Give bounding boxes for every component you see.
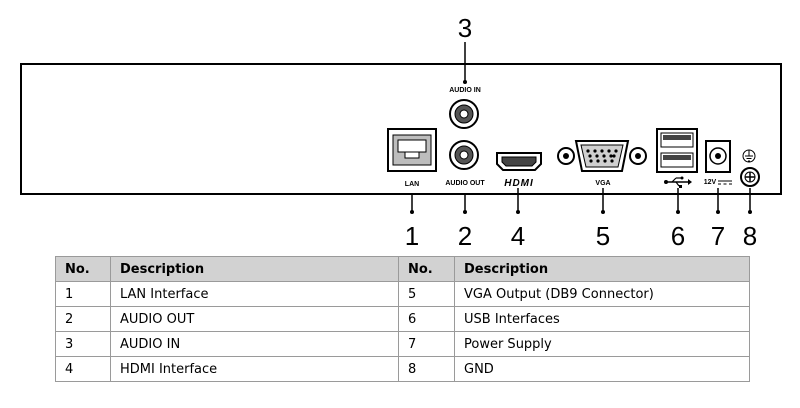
header-no: No. xyxy=(55,256,111,282)
audio-out-jack xyxy=(449,140,479,170)
usb-icon xyxy=(664,176,692,188)
table-cell: 6 xyxy=(398,306,455,332)
table-header-row: No. Description No. Description xyxy=(55,256,750,282)
callout-number-2: 2 xyxy=(458,221,472,250)
power-label: 12V xyxy=(704,179,717,186)
table-row: 1 LAN Interface 5 VGA Output (DB9 Connec… xyxy=(55,281,750,307)
callout-leaders xyxy=(411,42,751,212)
table-cell: AUDIO OUT xyxy=(110,306,399,332)
dc-symbol-icon xyxy=(718,180,732,185)
table-row: 3 AUDIO IN 7 Power Supply xyxy=(55,331,750,357)
vga-port xyxy=(557,140,647,172)
table-cell: 1 xyxy=(55,281,111,307)
callout-number-1: 1 xyxy=(405,221,419,250)
ground-terminal xyxy=(740,167,760,187)
callout-number-8: 8 xyxy=(743,221,757,250)
table-cell: 4 xyxy=(55,356,111,382)
header-description: Description xyxy=(454,256,750,282)
rear-panel-outline xyxy=(20,63,782,195)
ground-icon xyxy=(742,149,756,163)
lan-port xyxy=(387,128,437,172)
vga-label: VGA xyxy=(595,180,610,187)
table-cell: HDMI Interface xyxy=(110,356,399,382)
table-row: 2 AUDIO OUT 6 USB Interfaces xyxy=(55,306,750,332)
audio-out-label: AUDIO OUT xyxy=(445,180,485,187)
rear-panel-diagram: LAN AUDIO IN AUDIO OUT HDMI xyxy=(20,13,782,250)
hdmi-port xyxy=(496,152,542,171)
power-jack xyxy=(705,140,731,173)
callout-number-3: 3 xyxy=(458,13,472,43)
callout-number-6: 6 xyxy=(671,221,685,250)
callout-number-4: 4 xyxy=(511,221,525,250)
table-cell: 3 xyxy=(55,331,111,357)
audio-in-jack xyxy=(449,99,479,129)
header-no: No. xyxy=(398,256,455,282)
table-cell: Power Supply xyxy=(454,331,750,357)
table-cell: 8 xyxy=(398,356,455,382)
hdmi-logo: HDMI xyxy=(504,178,534,189)
table-cell: USB Interfaces xyxy=(454,306,750,332)
header-description: Description xyxy=(110,256,399,282)
usb-ports xyxy=(656,128,698,173)
callout-number-5: 5 xyxy=(596,221,610,250)
table-cell: GND xyxy=(454,356,750,382)
table-cell: 2 xyxy=(55,306,111,332)
table-cell: 5 xyxy=(398,281,455,307)
audio-in-label: AUDIO IN xyxy=(449,87,481,94)
table-cell: 7 xyxy=(398,331,455,357)
table-cell: LAN Interface xyxy=(110,281,399,307)
lan-label: LAN xyxy=(405,181,419,188)
table-cell: AUDIO IN xyxy=(110,331,399,357)
callout-ticks xyxy=(410,80,752,214)
port-description-table: No. Description No. Description 1 LAN In… xyxy=(55,256,750,382)
table-row: 4 HDMI Interface 8 GND xyxy=(55,356,750,382)
callout-number-7: 7 xyxy=(711,221,725,250)
table-cell: VGA Output (DB9 Connector) xyxy=(454,281,750,307)
